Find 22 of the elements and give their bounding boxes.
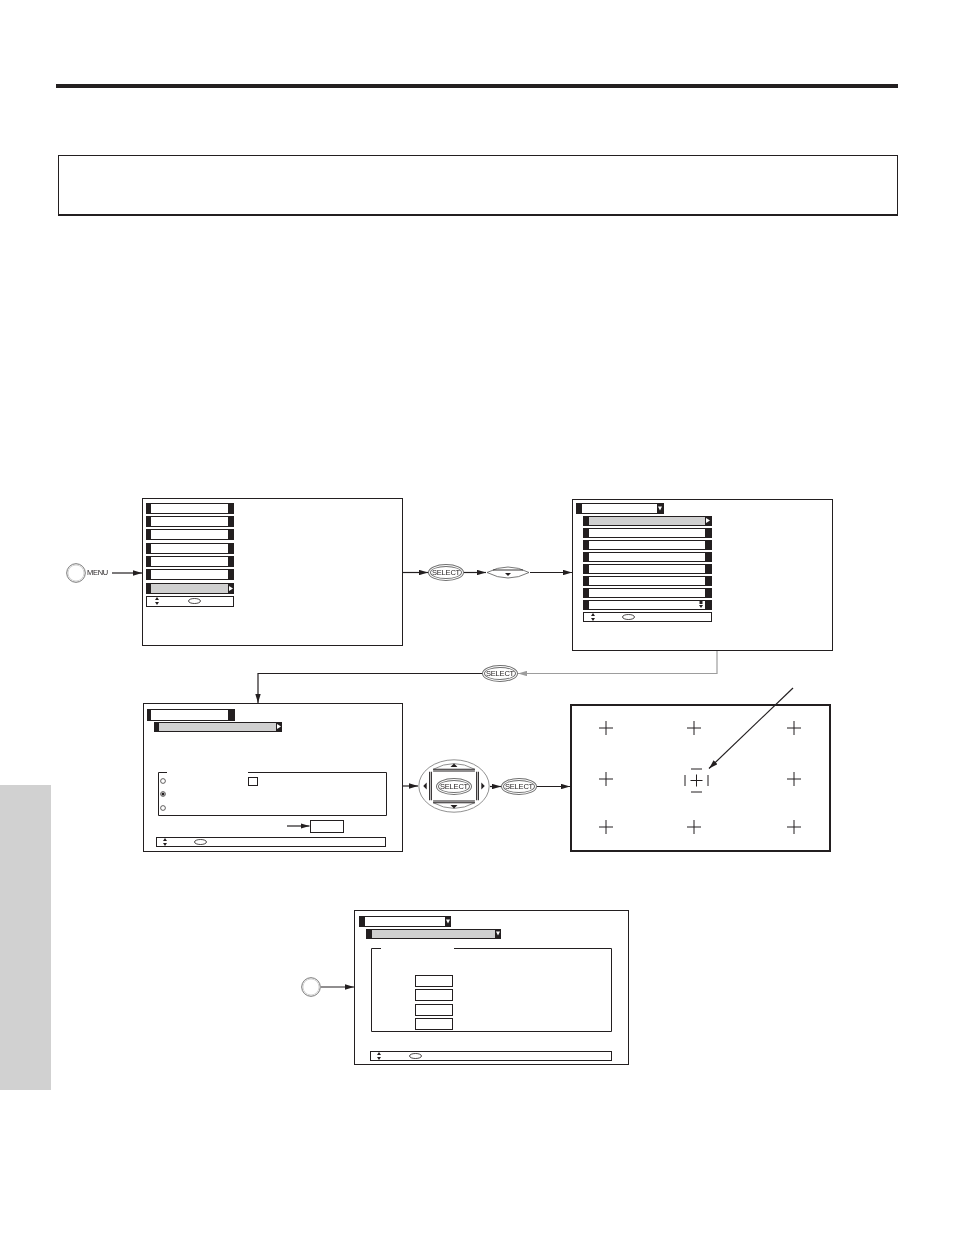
arrow: [111, 570, 143, 576]
pointer-arrow: [708, 687, 794, 770]
menu-screen: [572, 499, 833, 651]
arrow: [255, 672, 483, 704]
arrow: [489, 783, 502, 790]
test-pattern-screen: [570, 704, 831, 852]
menu-screen: [143, 703, 403, 852]
menu-screen: [142, 498, 403, 646]
arrow: [529, 569, 573, 576]
arrow: [517, 650, 718, 677]
round-button-icon: [301, 977, 321, 997]
arrow: [463, 569, 487, 576]
arrow: [402, 783, 419, 789]
arrow: [320, 984, 355, 990]
arrow: [402, 569, 429, 576]
down-key-icon: [486, 566, 530, 579]
menu-screen: [354, 910, 629, 1065]
side-tab: [0, 785, 51, 1090]
crosshair-target-icon: [684, 768, 709, 793]
blank-button: [309, 819, 344, 833]
arrow: [536, 783, 571, 790]
pointer-arrow: [286, 823, 311, 829]
